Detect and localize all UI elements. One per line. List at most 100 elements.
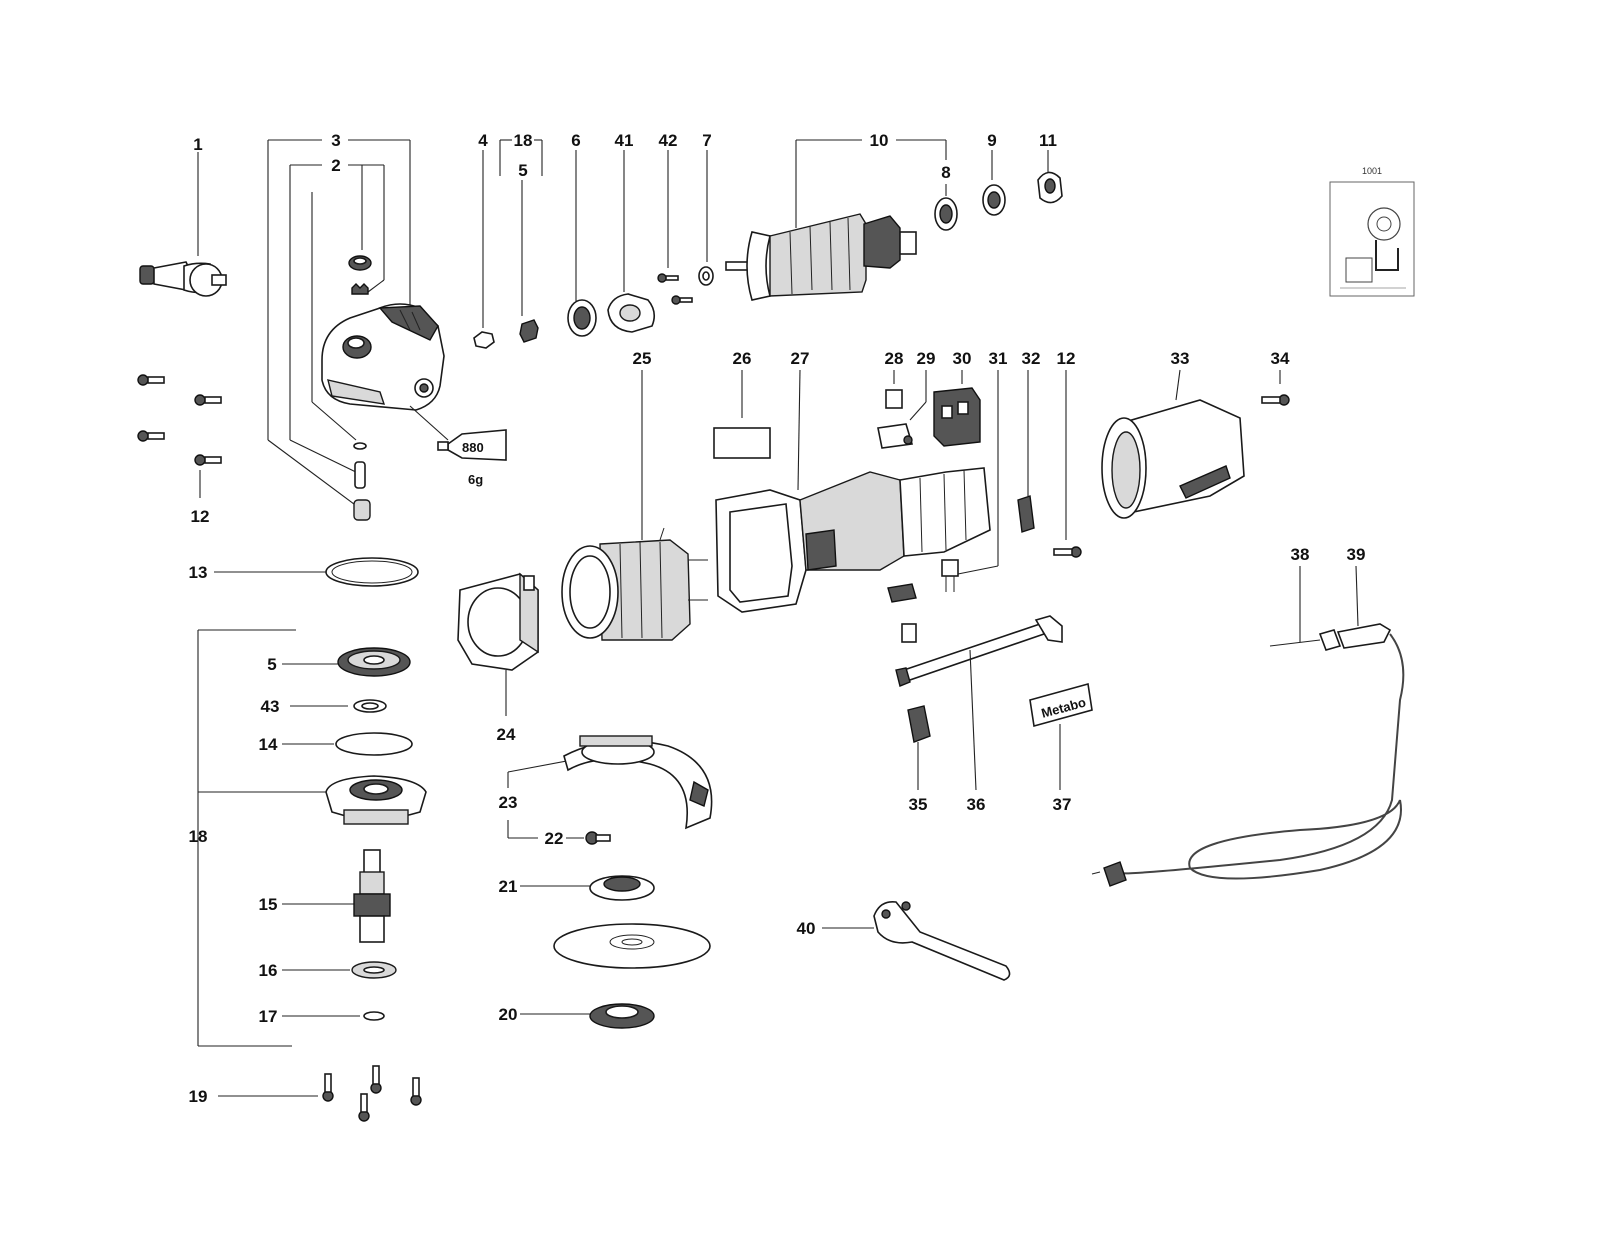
part-7-washer bbox=[698, 150, 714, 286]
label-40: 40 bbox=[797, 919, 816, 938]
part-35-grommet bbox=[907, 705, 931, 790]
part-23-guard bbox=[507, 735, 713, 839]
part-8-bearing bbox=[934, 184, 958, 231]
label-12-left: 12 bbox=[191, 507, 210, 526]
label-31: 31 bbox=[989, 349, 1008, 368]
label-2: 2 bbox=[331, 156, 340, 175]
part-12-screw bbox=[1053, 370, 1082, 558]
label-9: 9 bbox=[987, 131, 996, 150]
label-3: 3 bbox=[331, 131, 340, 150]
part-24-air-guide bbox=[457, 572, 539, 716]
part-30-switch bbox=[933, 370, 981, 447]
screws-12-group bbox=[137, 374, 222, 498]
label-14: 14 bbox=[259, 735, 278, 754]
part-14-oring bbox=[282, 732, 413, 756]
label-37: 37 bbox=[1053, 795, 1072, 814]
part-18-bracket bbox=[197, 629, 326, 1047]
part-33-rear-cover bbox=[1101, 369, 1245, 519]
part-32-lever bbox=[1017, 370, 1035, 533]
label-8: 8 bbox=[941, 163, 950, 182]
part-22-screw bbox=[566, 831, 611, 845]
grease-amount: 6g bbox=[468, 472, 483, 487]
grease-tube: 880 6g bbox=[409, 405, 507, 487]
circuit-diagram-ref: 1001 bbox=[1362, 166, 1382, 176]
label-16: 16 bbox=[259, 961, 278, 980]
part-18-5-pinion bbox=[499, 139, 543, 343]
label-12-right: 12 bbox=[1057, 349, 1076, 368]
part-10-armature bbox=[725, 139, 947, 301]
label-32: 32 bbox=[1022, 349, 1041, 368]
part-43-washer bbox=[290, 699, 387, 713]
label-13: 13 bbox=[189, 563, 208, 582]
callout-labels: 1 3 2 4 18 5 6 41 42 7 10 8 9 11 12 13 5… bbox=[189, 131, 1366, 1106]
label-43: 43 bbox=[261, 697, 280, 716]
label-42: 42 bbox=[659, 131, 678, 150]
part-40-spanner bbox=[822, 900, 1011, 981]
label-20: 20 bbox=[499, 1005, 518, 1024]
label-23: 23 bbox=[499, 793, 518, 812]
label-17: 17 bbox=[259, 1007, 278, 1026]
part-15-spindle bbox=[282, 849, 391, 943]
label-11: 11 bbox=[1039, 131, 1057, 150]
label-35: 35 bbox=[909, 795, 928, 814]
label-34: 34 bbox=[1271, 349, 1290, 368]
label-1: 1 bbox=[193, 135, 202, 154]
label-19: 19 bbox=[189, 1087, 208, 1106]
part-2-bearing bbox=[348, 255, 372, 295]
label-4: 4 bbox=[478, 131, 488, 150]
label-41: 41 bbox=[615, 131, 634, 150]
part-34-screw bbox=[1261, 370, 1290, 406]
part-21-flange bbox=[520, 875, 655, 901]
part-38-39-cable bbox=[1091, 565, 1405, 887]
part-3-gear-housing bbox=[321, 303, 445, 411]
label-27: 27 bbox=[791, 349, 810, 368]
label-22: 22 bbox=[545, 829, 564, 848]
label-38: 38 bbox=[1291, 545, 1310, 564]
part-5-bevel-gear bbox=[282, 647, 411, 677]
part-17-ring bbox=[282, 1011, 385, 1021]
part-41-plate bbox=[607, 150, 656, 333]
label-15: 15 bbox=[259, 895, 278, 914]
part-18-bearing-flange bbox=[325, 775, 427, 825]
part-2-pins bbox=[353, 442, 371, 521]
circuit-diagram-card: 1001 bbox=[1329, 166, 1415, 297]
label-5-bottom: 5 bbox=[267, 655, 276, 674]
label-33: 33 bbox=[1171, 349, 1190, 368]
part-31-suppressor bbox=[887, 559, 959, 643]
label-6: 6 bbox=[571, 131, 580, 150]
part-4-nut bbox=[473, 150, 495, 349]
label-18-bottom: 18 bbox=[189, 827, 208, 846]
label-21: 21 bbox=[499, 877, 518, 896]
label-30: 30 bbox=[953, 349, 972, 368]
part-37-badge: Metabo bbox=[1029, 682, 1093, 790]
part-3-2-brackets bbox=[267, 139, 411, 511]
part-26-label bbox=[713, 370, 771, 459]
part-13-oring bbox=[214, 557, 419, 587]
label-28: 28 bbox=[885, 349, 904, 368]
part-27-motor-housing bbox=[715, 369, 991, 613]
part-29-brush-holder bbox=[877, 370, 927, 449]
label-39: 39 bbox=[1347, 545, 1366, 564]
label-5-top: 5 bbox=[518, 161, 527, 180]
label-26: 26 bbox=[733, 349, 752, 368]
part-36-clamp bbox=[895, 615, 1063, 791]
label-10: 10 bbox=[870, 131, 889, 150]
part-6-bearing bbox=[567, 150, 597, 337]
part-31-bracket bbox=[957, 370, 999, 575]
part-28-brush bbox=[885, 370, 903, 409]
label-7: 7 bbox=[702, 131, 711, 150]
label-24: 24 bbox=[497, 725, 516, 744]
part-42-screws bbox=[657, 150, 693, 305]
part-25-stator bbox=[561, 370, 708, 641]
part-9-bearing bbox=[982, 150, 1006, 216]
part-11-ring bbox=[1037, 150, 1063, 204]
part-16-washer bbox=[282, 961, 397, 979]
part-20-nut bbox=[520, 1003, 655, 1029]
part-19-screws bbox=[218, 1065, 422, 1122]
grease-code: 880 bbox=[462, 440, 484, 455]
label-36: 36 bbox=[967, 795, 986, 814]
label-29: 29 bbox=[917, 349, 936, 368]
label-25: 25 bbox=[633, 349, 652, 368]
grinding-disc bbox=[553, 923, 711, 969]
